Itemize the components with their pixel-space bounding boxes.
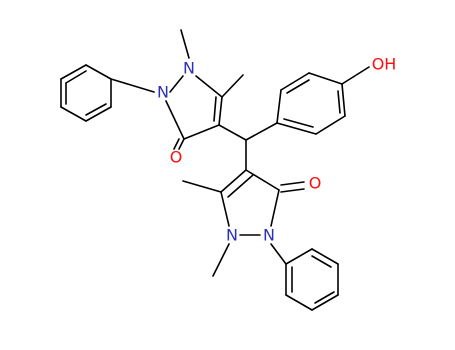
hydroxyl-bond bbox=[341, 66, 370, 85]
hydroxyphenyl-bond bbox=[315, 115, 346, 135]
top-phenyl-bond bbox=[85, 64, 112, 80]
methyl-bond bbox=[221, 74, 244, 98]
bottom-phenyl-bond bbox=[311, 255, 332, 268]
hydroxyphenyl-bond bbox=[276, 89, 282, 124]
carbonyl-bond bbox=[280, 181, 305, 186]
hydroxyphenyl-bond bbox=[308, 72, 343, 85]
hydroxyl-label: OH bbox=[372, 55, 397, 74]
top-pyrazolone-bond bbox=[165, 100, 185, 140]
methyl-bond bbox=[182, 180, 222, 193]
carbonyl-bond bbox=[280, 188, 305, 193]
n-phenyl-link-bond bbox=[110, 78, 155, 93]
bottom-phenyl-bond bbox=[311, 294, 339, 311]
nitrogen-label-bottom-n1: N bbox=[226, 226, 238, 245]
hydroxyphenyl-bond bbox=[341, 83, 346, 117]
top-phenyl-bond bbox=[85, 106, 112, 122]
hydroxyphenyl-bond bbox=[283, 118, 314, 128]
atom-labels: N N O N N O OH bbox=[157, 55, 396, 245]
nitrogen-label-top-n1: N bbox=[183, 59, 195, 78]
bottom-pyrazolone-bond bbox=[270, 189, 280, 227]
oxygen-label-bottom-carbonyl: O bbox=[309, 174, 322, 193]
bottom-pyrazolone-bond bbox=[245, 169, 280, 191]
top-pyrazolone-bond bbox=[183, 124, 220, 140]
methyl-bond bbox=[212, 243, 230, 277]
top-phenyl-bond bbox=[60, 64, 87, 80]
bottom-pyrazolone-bond bbox=[227, 174, 254, 198]
bottom-pyrazolone-bond bbox=[220, 191, 230, 227]
top-pyrazolone-bond bbox=[195, 75, 223, 98]
top-pyrazolone-bond bbox=[218, 96, 223, 126]
bottom-pyrazolone-bond bbox=[220, 169, 247, 193]
top-phenyl-bond bbox=[65, 70, 87, 84]
top-phenyl-bond bbox=[85, 103, 107, 116]
bottom-phenyl-bond bbox=[285, 248, 313, 265]
top-pyrazolone-bond bbox=[169, 75, 184, 93]
hydroxyphenyl-bond bbox=[286, 79, 310, 94]
top-pyrazolone-bond bbox=[213, 96, 217, 122]
bottom-phenyl-bond bbox=[311, 248, 339, 265]
bottom-phenyl-bond bbox=[285, 294, 313, 311]
methyl-bond bbox=[180, 29, 190, 59]
hydroxyphenyl-bond bbox=[280, 72, 310, 91]
hydroxyphenyl-bond bbox=[337, 90, 341, 114]
nitrogen-label-bottom-n2: N bbox=[263, 226, 275, 245]
bond-lines bbox=[60, 29, 370, 311]
hydroxyphenyl-bond bbox=[276, 122, 317, 135]
oxygen-label-top-carbonyl: O bbox=[170, 148, 183, 167]
carbonyl-bond bbox=[173, 138, 180, 150]
carbonyl-bond bbox=[178, 138, 185, 150]
link-bond bbox=[218, 124, 247, 141]
n-phenyl-link-bond bbox=[270, 243, 287, 265]
nitrogen-label-top-n2: N bbox=[157, 83, 169, 102]
link-bond bbox=[245, 122, 278, 141]
top-phenyl-bond bbox=[60, 106, 87, 122]
bottom-phenyl-bond bbox=[314, 291, 335, 304]
